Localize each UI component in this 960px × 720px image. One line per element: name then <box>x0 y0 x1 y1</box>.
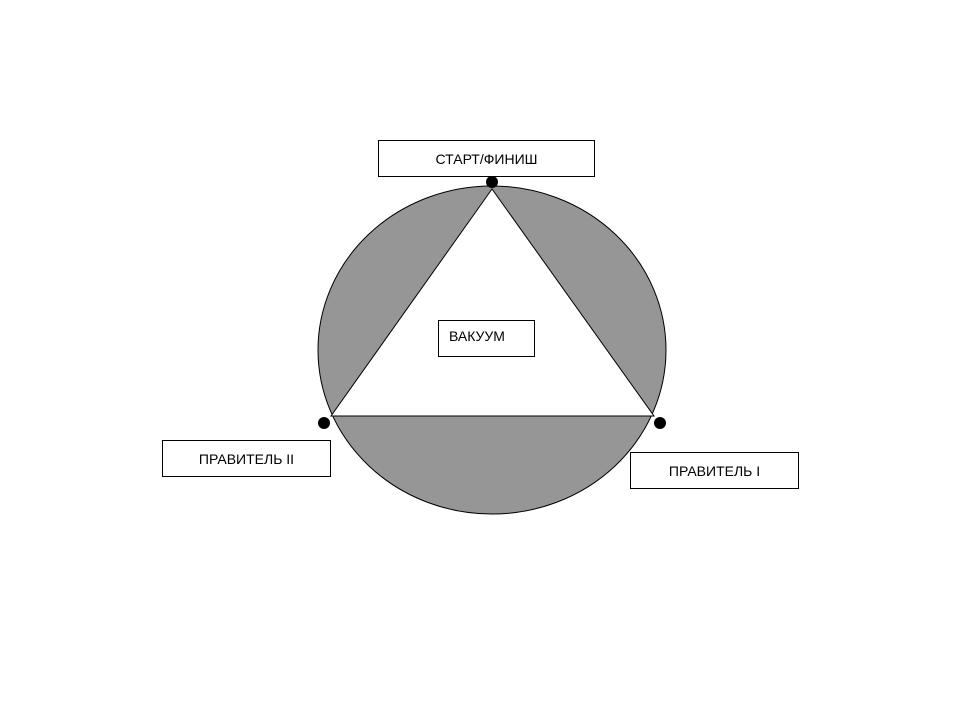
start-finish-text: СТАРТ/ФИНИШ <box>435 150 538 167</box>
ruler-2-text: ПРАВИТЕЛЬ II <box>198 450 295 467</box>
vacuum-text: ВАКУУМ <box>449 328 505 344</box>
ruler-2-label: ПРАВИТЕЛЬ II <box>162 440 331 477</box>
start-finish-label: СТАРТ/ФИНИШ <box>378 140 595 177</box>
inner-triangle <box>330 188 655 417</box>
ruler-1-label: ПРАВИТЕЛЬ I <box>630 452 799 489</box>
node-ruler-2 <box>318 417 330 429</box>
node-ruler-1 <box>654 417 666 429</box>
node-start-finish <box>486 176 498 188</box>
vacuum-label: ВАКУУМ <box>438 320 535 357</box>
ruler-1-text: ПРАВИТЕЛЬ I <box>668 462 761 479</box>
